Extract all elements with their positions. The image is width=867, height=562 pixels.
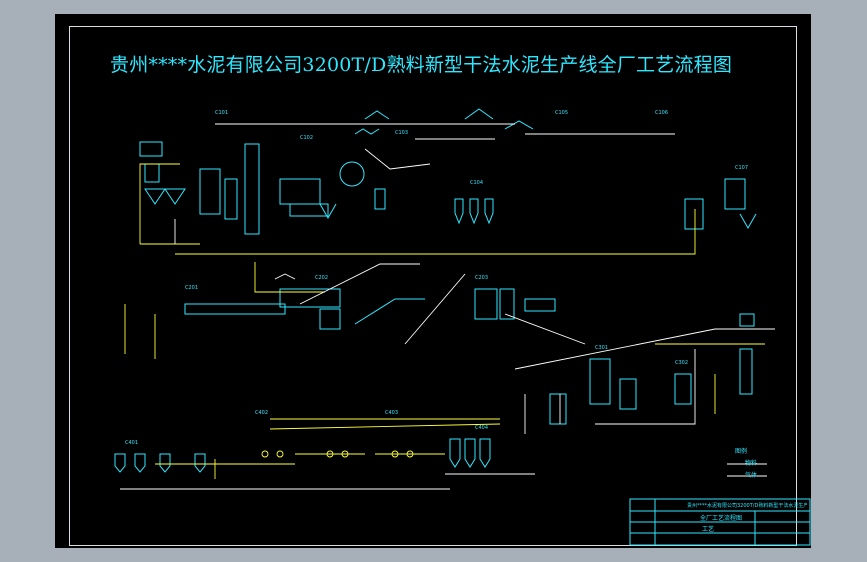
legend-item-gas: 气体	[745, 472, 758, 479]
svg-text:C301: C301	[595, 345, 608, 351]
svg-text:C202: C202	[315, 275, 328, 281]
drawing-title: 贵州****水泥有限公司3200T/D熟料新型干法水泥生产线全厂工艺流程图	[110, 54, 733, 76]
svg-text:C401: C401	[125, 440, 138, 446]
svg-text:C104: C104	[470, 180, 483, 186]
svg-text:C103: C103	[395, 130, 408, 136]
svg-text:C105: C105	[555, 110, 568, 116]
svg-text:C402: C402	[255, 410, 268, 416]
title-block-project: 贵州****水泥有限公司3200T/D熟料新型干法水泥生产线	[687, 503, 807, 509]
svg-text:C101: C101	[215, 110, 228, 116]
svg-text:C203: C203	[475, 275, 488, 281]
svg-text:C404: C404	[475, 425, 488, 431]
material-lines-white	[120, 123, 775, 490]
title-block-discipline: 工艺	[702, 526, 715, 533]
svg-text:C302: C302	[675, 360, 688, 366]
equipment-cyan	[114, 108, 811, 546]
svg-text:C102: C102	[300, 135, 313, 141]
process-flow-diagram: C101 C102 C103 C104 C105 C106 C107 C201 …	[114, 108, 811, 546]
drawing-border	[69, 26, 797, 546]
svg-text:C106: C106	[655, 110, 668, 116]
svg-text:C107: C107	[735, 165, 748, 171]
svg-text:C403: C403	[385, 410, 398, 416]
title-block-drawing-name: 全厂工艺流程图	[700, 515, 743, 522]
legend-title: 图例	[735, 448, 748, 455]
equipment-tags: C101 C102 C103 C104 C105 C106 C107 C201 …	[125, 110, 748, 446]
gas-lines-yellow	[124, 163, 765, 479]
drawing-sheet	[55, 14, 811, 548]
svg-text:C201: C201	[185, 285, 198, 291]
legend-item-material: 物料	[745, 460, 758, 467]
